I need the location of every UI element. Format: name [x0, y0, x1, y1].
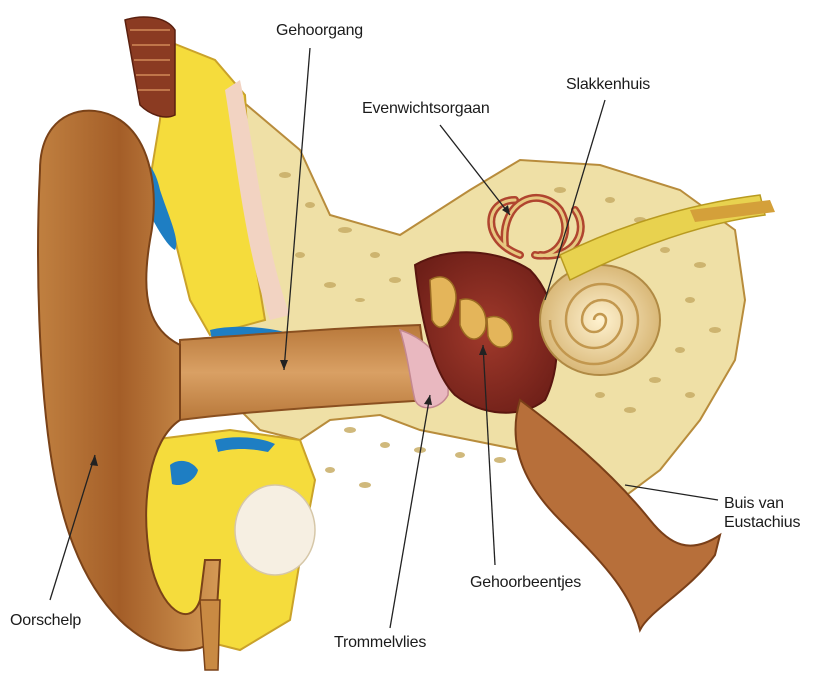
label-buis-van-line1: Buis van	[724, 494, 800, 513]
label-gehoorgang: Gehoorgang	[276, 22, 363, 40]
leader-buis-van-eustachius	[625, 485, 718, 500]
label-gehoorbeentjes: Gehoorbeentjes	[470, 574, 581, 592]
cochlea-spiral	[540, 265, 660, 375]
bone-patch	[235, 485, 315, 575]
label-trommelvlies: Trommelvlies	[334, 634, 426, 652]
leader-trommelvlies	[390, 395, 430, 628]
helix-rim	[125, 17, 175, 117]
label-oorschelp: Oorschelp	[10, 612, 81, 630]
label-buis-van-eustachius: Buis van Eustachius	[724, 494, 800, 532]
earlobe-tip	[200, 600, 220, 670]
label-evenwichtsorgaan: Evenwichtsorgaan	[362, 100, 490, 118]
label-buis-van-line2: Eustachius	[724, 513, 800, 532]
label-slakkenhuis: Slakkenhuis	[566, 76, 650, 94]
